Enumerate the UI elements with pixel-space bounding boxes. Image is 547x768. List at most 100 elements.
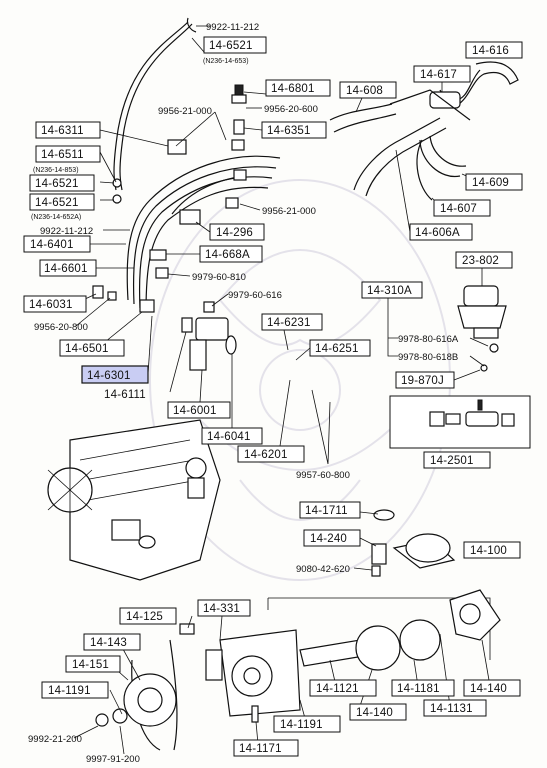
label-14-6041[interactable]: 14-6041 [207, 431, 251, 443]
label-14-1121[interactable]: 14-1121 [316, 683, 359, 695]
label-9979-60-616[interactable]: 9979-60-616 [228, 290, 282, 301]
label-9922-11-212-top[interactable]: 9922-11-212 [206, 22, 259, 33]
box-14-616 [465, 41, 523, 59]
box-14-143 [83, 633, 141, 651]
label-14-140-a[interactable]: 14-140 [470, 683, 507, 695]
label-14-1191-b[interactable]: 14-1191 [280, 719, 323, 731]
label-14-140-b[interactable]: 14-140 [356, 707, 393, 719]
label-14-1191-a[interactable]: 14-1191 [48, 685, 91, 697]
box-14-6401 [23, 235, 91, 253]
label-14-668A[interactable]: 14-668A [205, 249, 250, 261]
box-14-140-b [349, 703, 407, 721]
box-14-1191-b [273, 715, 341, 733]
box-14-151 [65, 655, 121, 673]
box-14-6311 [35, 121, 101, 139]
box-14-240 [303, 529, 361, 547]
label-14-6521-top[interactable]: 14-6521 [209, 40, 253, 52]
label-9979-60-810[interactable]: 9979-60-810 [192, 272, 246, 283]
box-14-1171 [233, 739, 299, 757]
label-14-6301[interactable]: 14-6301 [87, 370, 131, 382]
label-14-310A[interactable]: 14-310A [367, 285, 412, 297]
box-19-870J [395, 371, 455, 389]
box-14-6031 [23, 295, 87, 313]
label-9978-80-616A[interactable]: 9978-80-616A [398, 334, 459, 345]
label-9997-91-200[interactable]: 9997-91-200 [86, 754, 140, 765]
label-14-2501[interactable]: 14-2501 [430, 455, 474, 467]
label-14-6521-mid2[interactable]: 14-6521 [35, 197, 79, 209]
label-14-6001[interactable]: 14-6001 [173, 405, 217, 417]
label-14-125[interactable]: 14-125 [126, 611, 163, 623]
box-23-802 [455, 251, 513, 269]
label-14-1131[interactable]: 14-1131 [430, 703, 473, 715]
label-14-1181[interactable]: 14-1181 [397, 683, 440, 695]
box-14-607 [433, 199, 491, 217]
label-14-6311[interactable]: 14-6311 [41, 125, 84, 137]
label-14-6231[interactable]: 14-6231 [267, 317, 311, 329]
box-14-608 [339, 81, 397, 99]
part-labels: 9922-11-212 14-6521 (N236-14-653) 14-616… [23, 22, 523, 765]
fuel-filter-drawing [457, 285, 507, 372]
box-14-1131 [423, 699, 487, 717]
label-9080-42-620[interactable]: 9080-42-620 [296, 564, 350, 575]
box-14-1711 [299, 501, 361, 519]
label-14-607[interactable]: 14-607 [440, 203, 477, 215]
label-14-151[interactable]: 14-151 [72, 659, 109, 671]
label-9956-21-000-a[interactable]: 9956-21-000 [158, 106, 212, 117]
label-14-6501[interactable]: 14-6501 [65, 343, 109, 355]
label-14-616[interactable]: 14-616 [472, 45, 509, 57]
label-14-6511[interactable]: 14-6511 [41, 149, 84, 161]
label-14-617[interactable]: 14-617 [420, 69, 457, 81]
label-9956-21-000-b[interactable]: 9956-21-000 [262, 206, 316, 217]
label-9922-11-212-mid[interactable]: 9922-11-212 [40, 226, 93, 237]
label-14-100[interactable]: 14-100 [470, 545, 507, 557]
box-14-609 [465, 173, 523, 191]
label-23-802[interactable]: 23-802 [462, 255, 499, 267]
label-14-240[interactable]: 14-240 [310, 533, 347, 545]
engine-sketch [47, 419, 221, 581]
box-14-6301-highlighted [81, 365, 149, 384]
label-14-1171[interactable]: 14-1171 [239, 743, 282, 755]
plunger-drawing [389, 395, 531, 449]
label-9978-80-618B[interactable]: 9978-80-618B [398, 352, 458, 363]
label-9956-20-800[interactable]: 9956-20-800 [34, 322, 88, 333]
box-14-2501 [423, 451, 491, 469]
label-9957-60-800[interactable]: 9957-60-800 [296, 470, 350, 481]
label-14-6601[interactable]: 14-6601 [44, 263, 88, 275]
label-9956-20-600[interactable]: 9956-20-600 [264, 104, 318, 115]
pump-assembly-drawing [179, 509, 501, 723]
box-14-606A [409, 223, 473, 241]
label-14-143[interactable]: 14-143 [90, 637, 127, 649]
box-14-1181 [391, 679, 455, 697]
label-14-6801[interactable]: 14-6801 [271, 83, 315, 95]
label-14-609[interactable]: 14-609 [472, 177, 509, 189]
box-14-100 [463, 541, 521, 559]
label-14-1711[interactable]: 14-1711 [305, 505, 348, 517]
label-14-331[interactable]: 14-331 [203, 603, 240, 615]
timing-gear-drawing [95, 639, 178, 751]
label-19-870J[interactable]: 19-870J [401, 375, 444, 387]
box-14-6521-mid1 [29, 174, 95, 192]
label-14-606A[interactable]: 14-606A [415, 227, 460, 239]
label-14-6251[interactable]: 14-6251 [315, 343, 359, 355]
label-14-6351[interactable]: 14-6351 [267, 125, 311, 137]
label-9992-21-200[interactable]: 9992-21-200 [28, 734, 82, 745]
label-14-6201[interactable]: 14-6201 [244, 449, 288, 461]
label-14-608[interactable]: 14-608 [346, 85, 383, 97]
box-14-617 [413, 65, 471, 83]
box-14-6521-mid2 [29, 193, 95, 211]
box-14-310A [361, 281, 423, 299]
label-14-296[interactable]: 14-296 [216, 227, 253, 239]
box-14-6001 [167, 401, 231, 419]
label-14-6031[interactable]: 14-6031 [29, 299, 73, 311]
note-14-6521-top: (N236-14-653) [203, 58, 249, 65]
label-14-6401[interactable]: 14-6401 [30, 239, 74, 251]
box-14-6351 [261, 121, 327, 139]
box-14-1121 [309, 679, 377, 697]
box-14-6521-top [203, 36, 267, 54]
label-14-6521-mid1[interactable]: 14-6521 [35, 178, 79, 190]
box-14-6801 [265, 79, 331, 97]
label-14-6111[interactable]: 14-6111 [104, 389, 146, 401]
box-14-331 [197, 599, 251, 617]
